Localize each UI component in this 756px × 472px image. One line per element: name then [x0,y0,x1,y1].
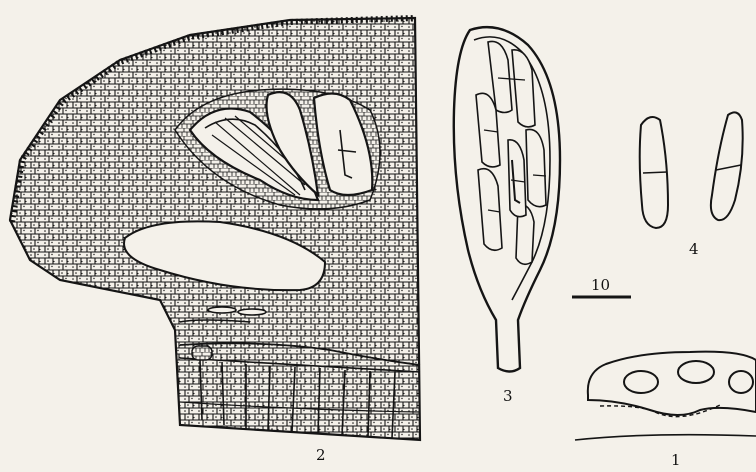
figure-4-label: 4 [689,240,699,258]
figure-3-label: 3 [503,387,513,405]
figure-4-ascospores [640,112,743,228]
figure-1-habit [575,352,756,440]
figure-3-ascus [454,27,560,371]
scale-bar-label: 10 [591,276,610,294]
figure-2-label: 2 [316,446,326,464]
figure-2-ascoma-section [10,18,420,440]
figure-1-label: 1 [671,451,681,469]
